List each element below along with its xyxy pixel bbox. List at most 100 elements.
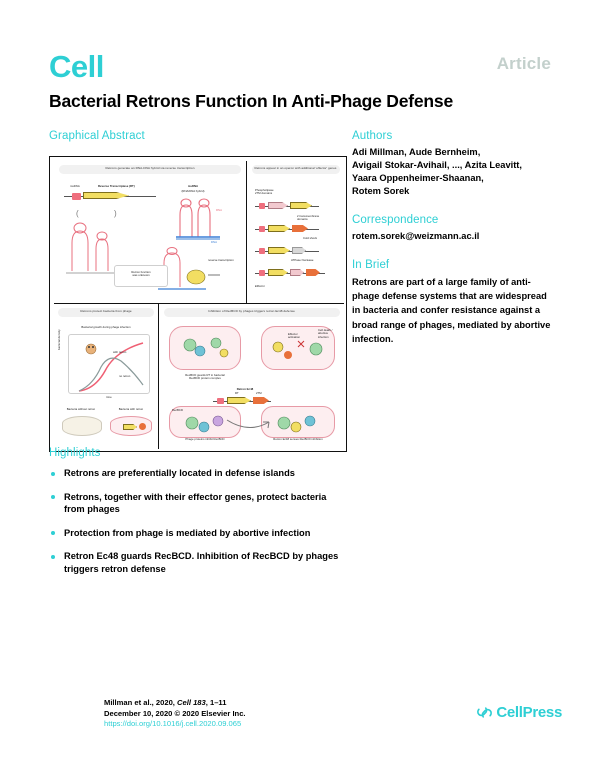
article-type-tag: Article [496,54,551,73]
bacteria-with-retron [110,416,152,436]
panel-top-right: Retrons appear in an operon with additio… [249,163,342,301]
label-msr-msd: msDNA [70,184,80,188]
label-reverse-transcriptase: Reverse Transcriptase (RT) [98,184,135,188]
rna-secondary-structure [66,222,118,274]
ec48-rt-gene [227,397,251,404]
label-cold-shock: Cold shock [303,236,318,240]
graphical-abstract-figure: Retrons generate an RNA-DNA hybrid via r… [49,156,347,452]
highlight-text: Retrons are preferentially located in de… [64,468,295,478]
authors-section: Authors Adi Millman, Aude Bernheim, Avig… [352,130,552,198]
highlight-text: Retron Ec48 guards RecBCD. Inhibition of… [64,551,339,574]
msr-segment-4 [259,247,265,254]
retron-in-cell [123,424,137,430]
growth-curve-chart: with retron no retron [68,334,150,394]
caption-phage-inhibit: Phage proteins inhibit RecBCD [185,437,225,441]
copyright-line: December 10, 2020 © 2020 Elsevier Inc. [104,708,246,718]
growth-curve-svg [78,342,144,392]
correspondence-email[interactable]: rotem.sorek@weizmann.ac.il [352,231,480,241]
bullet-icon [51,554,55,559]
highlight-text: Retrons, together with their effector ge… [64,491,327,515]
atpase-gene [290,269,304,276]
reverse-transcription-diagram [158,247,220,290]
label-with-retron: with retron [113,350,127,354]
bullet-icon [51,471,55,476]
cell-right-bottom [261,406,335,438]
left-column: Graphical Abstract Retrons generate an R… [49,130,347,452]
bracket-left: ( [76,209,79,218]
correspondence-section: Correspondence rotem.sorek@weizmann.ac.i… [352,214,552,243]
bullet-icon [51,495,55,500]
highlights-section: Highlights Retrons are preferentially lo… [49,447,349,587]
citation-prefix: Millman et al., 2020, [104,698,178,707]
cold-shock-gene [292,247,306,254]
list-item: Retrons, together with their effector ge… [49,491,349,516]
rt-gene-4 [268,247,290,254]
cell-left-top [169,326,241,370]
footer: Millman et al., 2020, Cell 183, 1–11 Dec… [104,698,504,730]
label-no-retron: no retron [119,374,131,378]
caption-retron-senses: Retron Ec48 senses RecBCD inhibition [273,437,323,441]
doi-link[interactable]: https://doi.org/10.1016/j.cell.2020.09.0… [104,719,242,729]
rt-gene-5 [268,269,288,276]
recbcd-complex-icon [183,337,229,358]
figure-divider-horizontal [54,303,344,304]
highlights-list: Retrons are preferentially located in de… [49,467,349,576]
rt-gene-3 [268,225,290,232]
panel-bottom-left-title: Retrons protect bacteria from phage [58,308,154,317]
operon-line-1 [255,206,319,207]
label-cell-with-retron: Bacteria with retron [118,407,144,411]
panel-bottom-left: Retrons protect bacteria from phage Bact… [56,306,156,448]
cell-journal-logo: Cell [49,49,104,84]
citation-suffix: , 1–11 [205,698,227,707]
tm-gene [292,225,308,232]
panel-top-left-title: Retrons generate an RNA-DNA hybrid via r… [59,165,241,174]
label-atpase-nuclease: ATPase Nuclease [291,258,314,262]
label-rna: RNA [216,208,222,212]
authors-heading: Authors [352,130,393,142]
list-item: Protection from phage is mediated by abo… [49,527,349,540]
rt-gene-2 [290,202,312,209]
in-brief-heading: In Brief [352,259,390,271]
cellpress-text: CellPress [496,704,562,721]
rt-gene-arrow [83,192,129,199]
label-rt: RT [235,391,239,395]
retron-senses-icon [277,415,316,433]
label-cell-no-retron: Bacteria without retron [66,407,96,411]
flow-arrow-icon [226,419,270,429]
msr-segment [72,192,81,200]
label-retron-ec48: Retron Ec48 [236,387,254,391]
graphical-abstract-heading: Graphical Abstract [49,130,145,142]
author-line: Yaara Oppenheimer-Shaanan, [352,173,484,183]
figure-divider-vertical-top [246,161,247,303]
label-reverse-transcription: reverse transcription [208,258,234,262]
panel-top-left: Retrons generate an RNA-DNA hybrid via r… [56,163,244,301]
label-dna: DNA [211,240,217,244]
msr-segment-5 [259,269,265,276]
panel-bottom-right-title: Inhibition of RecBCD by phages triggers … [163,308,340,317]
page-title: Bacterial Retrons Function In Anti-Phage… [49,91,453,111]
effector-in-cell [139,423,146,430]
label-recbcd: RecBCD [172,408,183,412]
ec48-tm-gene [253,397,269,404]
highlight-text: Protection from phage is mediated by abo… [64,527,311,538]
label-msdna: msDNA [187,184,199,188]
msr-segment-2 [259,202,265,209]
growth-chart-y-axis: bacterial density [57,329,61,350]
highlights-heading: Highlights [49,447,101,459]
label-tm: 2TM [256,391,262,395]
cell-left-bottom: RecBCD [169,406,241,438]
ec48-msr [217,397,224,404]
effector-activation-icon [272,340,323,359]
right-column: Authors Adi Millman, Aude Bernheim, Avig… [352,130,552,362]
panel-bottom-right: Inhibition of RecBCD by phages triggers … [161,306,342,448]
label-hybrid: (RNA/DNA hybrid) [181,189,205,193]
correspondence-heading: Correspondence [352,214,439,226]
nuclease-gene [306,269,320,276]
label-effector: Effector [255,284,265,288]
